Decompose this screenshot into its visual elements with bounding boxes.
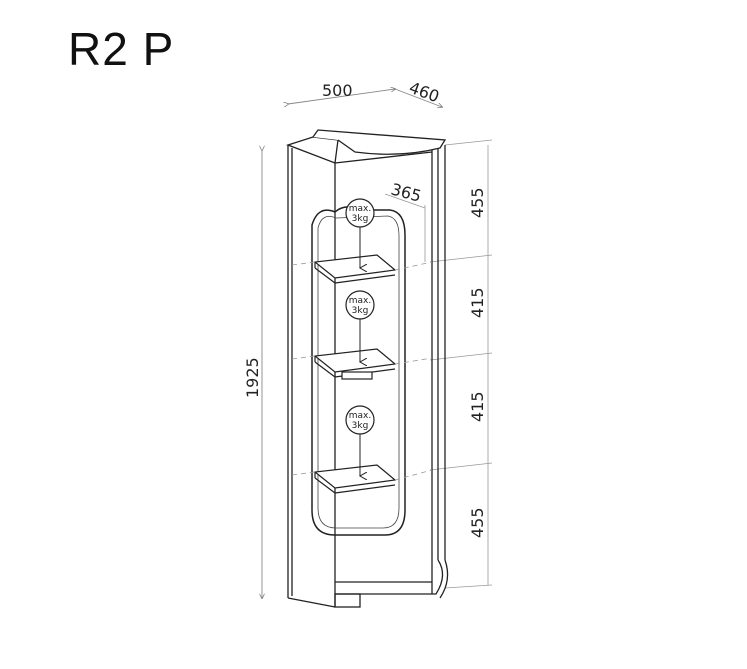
section-dimension-lines <box>429 139 493 589</box>
width-label: 500 <box>322 81 353 100</box>
load-marker-1: max. 3kg <box>345 198 375 268</box>
svg-text:max.: max. <box>349 411 371 421</box>
shelf-guide-lines <box>291 261 433 481</box>
shelf-2 <box>313 348 397 373</box>
svg-text:3kg: 3kg <box>352 214 369 224</box>
door-handle <box>341 371 373 380</box>
section-3-label: 415 <box>468 391 487 422</box>
shelf-3 <box>313 464 397 489</box>
svg-text:3kg: 3kg <box>352 421 369 431</box>
shelf-1 <box>313 254 397 279</box>
shelves <box>313 254 397 494</box>
width-dimension <box>288 89 442 107</box>
height-label: 1925 <box>243 357 262 398</box>
section-4-label: 455 <box>468 507 487 538</box>
svg-text:max.: max. <box>349 204 371 214</box>
svg-text:3kg: 3kg <box>352 306 369 316</box>
cabinet-body <box>286 129 449 608</box>
shelf-depth-label: 365 <box>389 180 423 206</box>
product-title: R2 P <box>68 23 175 75</box>
load-marker-3: max. 3kg <box>345 405 375 476</box>
section-2-label: 415 <box>468 287 487 318</box>
shelf-depth-dimension <box>384 193 426 262</box>
weight-limit-icon <box>345 290 375 320</box>
svg-text:max.: max. <box>349 296 371 306</box>
load-marker-2: max. 3kg <box>345 290 375 362</box>
glass-door <box>311 206 406 536</box>
depth-label: 460 <box>407 78 442 106</box>
weight-limit-icon <box>345 198 375 228</box>
weight-limit-icon <box>345 405 375 435</box>
section-1-label: 455 <box>468 187 487 218</box>
